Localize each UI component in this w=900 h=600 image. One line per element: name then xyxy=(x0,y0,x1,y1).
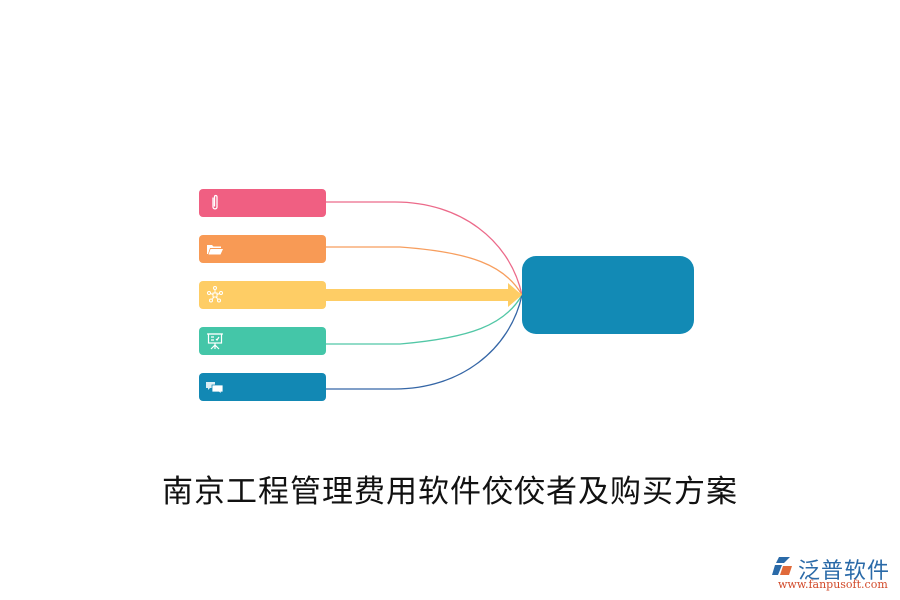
paperclip-icon xyxy=(212,194,218,210)
node-folder xyxy=(199,235,326,263)
link-5 xyxy=(326,294,523,390)
node-network xyxy=(199,281,326,309)
link-2 xyxy=(326,246,523,296)
link-4 xyxy=(326,294,523,345)
chat-bubbles-icon xyxy=(206,382,224,395)
folder-open-icon xyxy=(207,245,223,255)
node-attachment xyxy=(199,189,326,217)
node-chat xyxy=(199,373,326,401)
brand-name: 泛普软件 xyxy=(798,559,891,584)
link-1 xyxy=(326,201,523,296)
center-node xyxy=(522,256,694,334)
brand-logo: 泛普软件 www.fanpusoft.com xyxy=(770,553,895,597)
arrow-main xyxy=(326,283,522,307)
page-title: 南京工程管理费用软件佼佼者及购买方案 xyxy=(162,474,738,510)
brand-url: www.fanpusoft.com xyxy=(778,578,888,591)
presentation-board-icon xyxy=(207,333,223,350)
node-presentation xyxy=(199,327,326,355)
network-hub-icon xyxy=(207,286,223,303)
fanpu-logo-icon xyxy=(772,557,792,575)
